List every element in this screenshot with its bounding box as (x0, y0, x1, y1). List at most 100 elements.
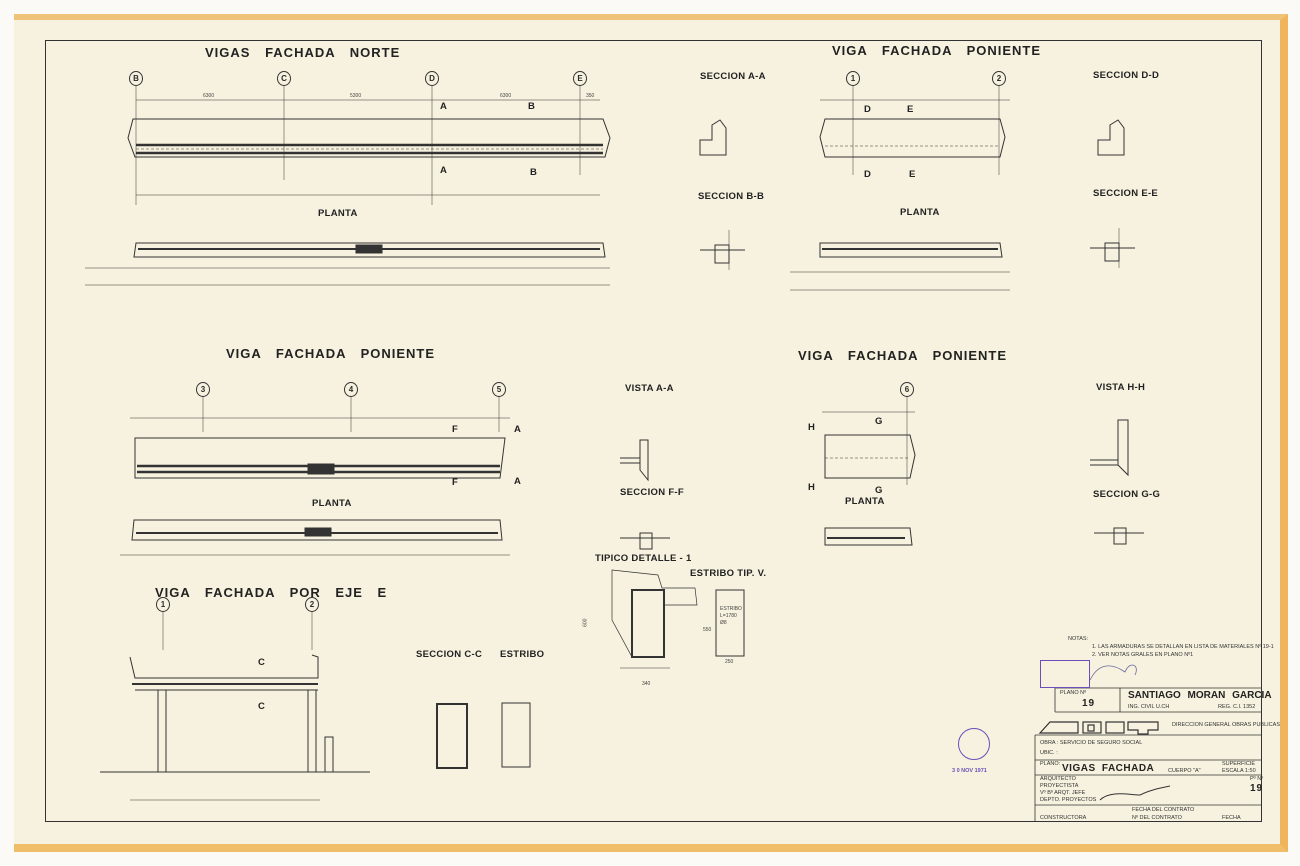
cut-mark-c: C (258, 657, 266, 668)
superficie-label: SUPERFICIE (1222, 761, 1256, 767)
cut-mark-f: F (452, 477, 459, 488)
cut-mark-a: A (440, 165, 448, 176)
note-line: 2. VER NOTAS GRALES EN PLANO Nº1 (1092, 652, 1194, 658)
arqt-jefe-label: Vº Bº ARQT. JEFE (1040, 790, 1086, 796)
section-aa-shape (699, 119, 727, 156)
cut-mark-f: F (452, 424, 459, 435)
label-seccion-dd: SECCION D-D (1093, 70, 1160, 81)
dimension-detalle-width: 340 (642, 681, 651, 687)
depto-proyectos-label: DEPTO. PROYECTOS (1040, 797, 1097, 803)
axis-bubble-5: 5 (492, 382, 506, 397)
dimension-span: 350 (586, 93, 595, 99)
estribo-text: L=1780 (720, 613, 737, 619)
section-cc-shape (436, 703, 468, 769)
dimension-span: 5300 (350, 93, 362, 99)
notes-heading: NOTAS: (1068, 636, 1089, 642)
axis-bubble-4: 4 (344, 382, 358, 397)
signature-architect (1099, 785, 1171, 801)
axis-bubble-2: 2 (992, 71, 1006, 86)
label-seccion-ff: SECCION F-F (620, 487, 684, 498)
estribo-shape (501, 702, 531, 768)
cuerpo-label: CUERPO "A" (1168, 768, 1201, 774)
pn-value: 19 (1250, 783, 1264, 794)
constructora-label: CONSTRUCTORA (1040, 815, 1087, 821)
fecha-label: FECHA (1222, 815, 1241, 821)
beam-norte-plan (85, 242, 610, 286)
pn-label: Pº Nº (1250, 776, 1264, 782)
cut-mark-h: H (808, 422, 816, 433)
ubic-label: UBIC. : (1040, 750, 1058, 756)
cut-mark-a: A (514, 424, 522, 435)
plano-title: VIGAS FACHADA (1062, 763, 1155, 774)
label-estribo: ESTRIBO (500, 649, 545, 660)
signature-engineer (1089, 664, 1137, 681)
axis-bubble-1: 1 (846, 71, 860, 86)
obra-label: OBRA : SERVICIO DE SEGURO SOCIAL (1040, 740, 1143, 746)
cut-mark-b: B (530, 167, 538, 178)
label-tipico-detalle: TIPICO DETALLE - 1 (595, 553, 692, 564)
plano-field-label: PLANO: (1040, 761, 1061, 767)
title-viga-fachada-poniente-top: VIGA FACHADA PONIENTE (832, 43, 1042, 58)
detalle-1-shape (611, 569, 698, 669)
label-planta-poniente-mid: PLANTA (312, 498, 352, 509)
section-dd-shape (1097, 119, 1125, 156)
label-seccion-aa: SECCION A-A (700, 71, 766, 82)
cut-mark-c: C (258, 701, 266, 712)
cut-mark-d: D (864, 169, 872, 180)
beam-poniente-mid-elevation (120, 396, 510, 556)
section-ee-shape (1090, 228, 1135, 268)
axis-bubble-e2: 2 (305, 597, 319, 612)
beam-poniente-top-elevation (790, 85, 1010, 291)
cut-mark-e: E (907, 104, 914, 115)
label-seccion-bb: SECCION B-B (698, 191, 765, 202)
axis-bubble-6: 6 (900, 382, 914, 397)
plano-number: 19 (1082, 698, 1096, 709)
title-vigas-fachada-norte: VIGAS FACHADA NORTE (205, 45, 401, 60)
estribo-tip-shape (715, 589, 745, 657)
dimension-span: 6300 (500, 93, 512, 99)
stamp-date: 3 0 NOV 1971 (952, 768, 987, 774)
axis-bubble-b: B (129, 71, 143, 86)
section-gg-shape (1094, 527, 1144, 545)
beam-eje-e-frame (100, 611, 370, 801)
dimension-estribo-width: 250 (725, 659, 734, 665)
beam-norte-elevation (127, 85, 611, 205)
cut-mark-d: D (864, 104, 872, 115)
plano-label: PLANO Nº (1060, 690, 1087, 696)
axis-bubble-c: C (277, 71, 291, 86)
axis-bubble-d: D (425, 71, 439, 86)
vista-aa-shape (620, 439, 649, 482)
engineer-name: SANTIAGO MORAN GARCIA (1128, 690, 1272, 701)
title-viga-fachada-poniente-right: VIGA FACHADA PONIENTE (798, 348, 1008, 363)
section-bb-shape (700, 230, 745, 270)
label-vista-aa: VISTA A-A (625, 383, 674, 394)
direccion-label: DIRECCION GENERAL OBRAS PUBLICAS (1172, 722, 1280, 728)
dimension-span: 6300 (203, 93, 215, 99)
estribo-text: Ø8 (720, 620, 727, 626)
cut-mark-e: E (909, 169, 916, 180)
label-seccion-ee: SECCION E-E (1093, 188, 1159, 199)
proyectista-label: PROYECTISTA (1040, 783, 1079, 789)
label-vista-hh: VISTA H-H (1096, 382, 1146, 393)
approval-stamp-rect (1040, 660, 1090, 688)
label-planta-poniente-right: PLANTA (845, 496, 885, 507)
label-planta-poniente-top: PLANTA (900, 207, 940, 218)
fecha-contrato-label: FECHA DEL CONTRATO (1132, 807, 1195, 813)
drawing-frame (45, 40, 1262, 822)
note-line: 1. LAS ARMADURAS SE DETALLAN EN LISTA DE… (1092, 644, 1274, 650)
axis-bubble-3: 3 (196, 382, 210, 397)
approval-stamp-round (958, 728, 990, 760)
beam-poniente-right-elevation (822, 396, 916, 546)
engineer-title: ING. CIVIL U.CH (1128, 704, 1170, 710)
title-viga-eje-e: VIGA FACHADA POR EJE E (155, 585, 388, 600)
cut-mark-g: G (875, 485, 883, 496)
estribo-text: ESTRIBO (720, 606, 742, 612)
cut-mark-a: A (514, 476, 522, 487)
label-seccion-gg: SECCION G-G (1093, 489, 1161, 500)
cut-mark-h: H (808, 482, 816, 493)
vista-hh-shape (1090, 419, 1129, 477)
mopt-logo (1038, 721, 1159, 735)
dimension-detalle-height: 600 (582, 618, 589, 627)
dimension-estribo-height: 550 (703, 627, 712, 633)
